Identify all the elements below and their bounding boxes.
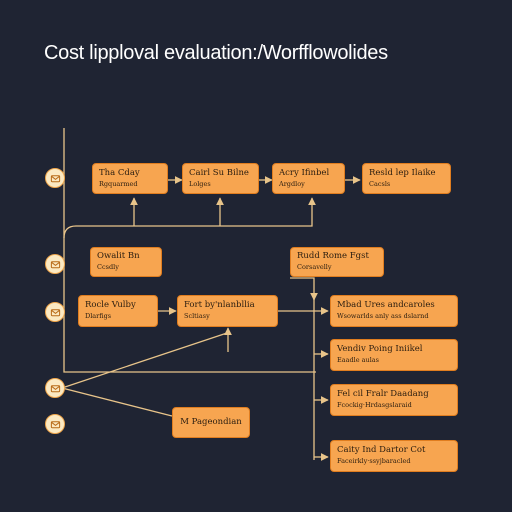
node-subtitle: Fcockig·Hrdasgslaraid (337, 401, 412, 410)
node-subtitle: Eaadle aulas (337, 356, 379, 365)
node-title: Acry Ifinbel (279, 167, 330, 178)
spine-line (63, 128, 316, 373)
node-title: Fort by'nlanbllia (184, 300, 255, 311)
node-caity-ind-dartor-cot[interactable]: Caity Ind Dartor Cot Faceirkly·ssyjbarac… (330, 440, 458, 472)
node-subtitle: Dlarfigs (85, 312, 112, 321)
diagram-title: Cost lipploval evaluation:/Worfflowolide… (44, 42, 388, 64)
node-title: Fel cil Fralr Daadang (337, 389, 429, 400)
node-subtitle: Ccsdly (97, 263, 119, 272)
node-rocle-vulby[interactable]: Rocle Vulby Dlarfigs (78, 295, 158, 327)
node-mbad-ures-andcaroles[interactable]: Mbad Ures andcaroles Wsowarlds anly ass … (330, 295, 458, 327)
edge-badge-m1 (61, 331, 231, 389)
node-subtitle: Rgquarmed (99, 179, 138, 188)
node-title: Cairl Su Bilne (189, 167, 249, 178)
node-title: Caity Ind Dartor Cot (337, 445, 426, 456)
node-fort-by-nlanbllia[interactable]: Fort by'nlanbllia Scltiasy (177, 295, 278, 327)
node-m-pageondian[interactable]: M Pageondian (172, 407, 250, 438)
node-resld-lep-ilaike[interactable]: Resld lep Ilaike Cacsls (362, 163, 451, 194)
envelope-icon (45, 414, 65, 434)
node-title: M Pageondian (180, 416, 242, 427)
node-subtitle: Lolges (189, 179, 211, 188)
node-acry-ifinbel[interactable]: Acry Ifinbel Argdloy (272, 163, 345, 194)
node-subtitle: Scltiasy (184, 312, 210, 321)
envelope-icon (45, 302, 65, 322)
node-tha-cday[interactable]: Tha Cday Rgquarmed (92, 163, 168, 194)
envelope-icon (45, 168, 65, 188)
node-cairl-su-bilne[interactable]: Cairl Su Bilne Lolges (182, 163, 259, 194)
node-title: Resld lep Ilaike (369, 167, 436, 178)
node-subtitle: Faceirkly·ssyjbaracled (337, 457, 411, 466)
node-title: Rocle Vulby (85, 300, 136, 311)
envelope-icon (45, 254, 65, 274)
right-branch (290, 277, 315, 460)
node-subtitle: Wsowarlds anly ass dslarnd (337, 312, 429, 321)
node-owalit-bn[interactable]: Owalit Bn Ccsdly (90, 247, 162, 277)
node-fel-cil-fralr-daadang[interactable]: Fel cil Fralr Daadang Fcockig·Hrdasgslar… (330, 384, 458, 416)
node-title: Vendiv Poing Iniikel (337, 344, 423, 355)
edge-badge-m2 (61, 387, 173, 417)
envelope-icon (45, 378, 65, 398)
edge-up-n3 (63, 197, 316, 239)
node-title: Tha Cday (99, 167, 140, 178)
node-title: Rudd Rome Fgst (297, 251, 369, 262)
node-rudd-rome-fgst[interactable]: Rudd Rome Fgst Corsavelly (290, 247, 384, 277)
node-vendiv-poing-iniikel[interactable]: Vendiv Poing Iniikel Eaadle aulas (330, 339, 458, 371)
node-subtitle: Cacsls (369, 179, 391, 188)
node-subtitle: Corsavelly (297, 263, 332, 272)
node-subtitle: Argdloy (279, 179, 305, 188)
node-title: Mbad Ures andcaroles (337, 300, 435, 311)
node-title: Owalit Bn (97, 251, 140, 262)
